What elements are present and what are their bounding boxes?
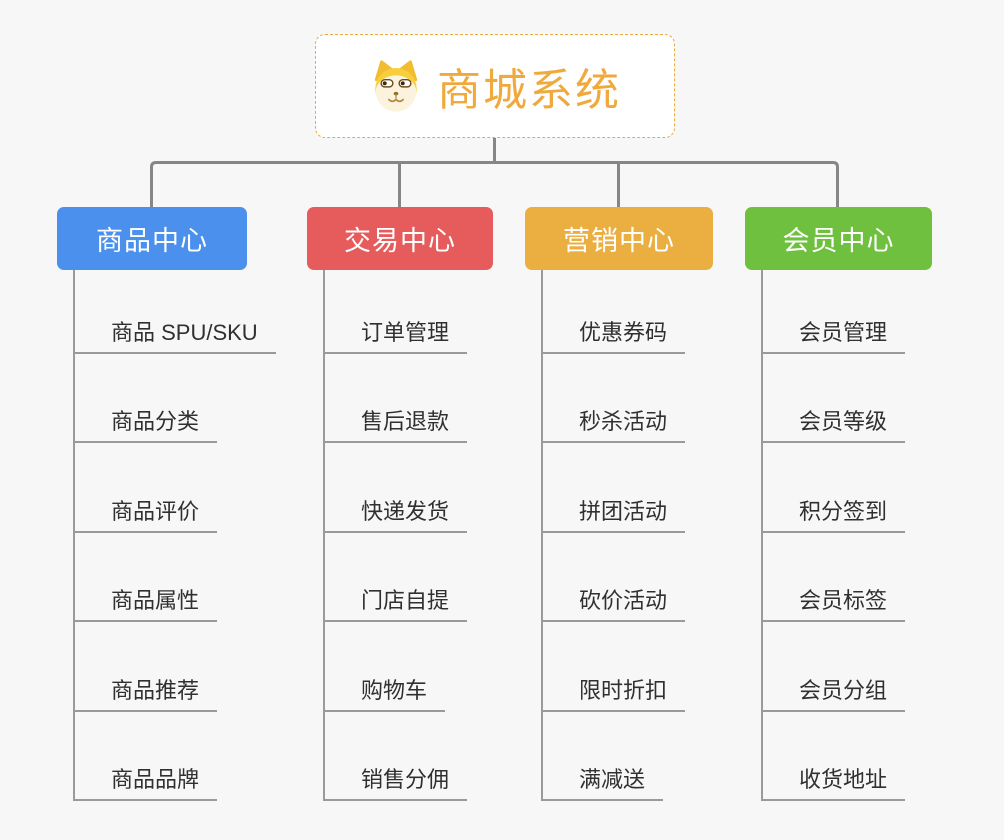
category-label: 交易中心 <box>344 226 456 256</box>
sub-node-label: 快递发货 <box>325 494 468 533</box>
sub-node[interactable]: 购物车 <box>325 622 493 712</box>
category-box-marketing-center[interactable]: 营销中心 <box>525 207 713 270</box>
sub-node[interactable]: 商品品牌 <box>75 712 247 801</box>
sub-node-label: 会员标签 <box>763 583 906 623</box>
sub-node-label: 满减送 <box>543 762 664 801</box>
sub-node[interactable]: 订单管理 <box>325 270 493 354</box>
sub-node[interactable]: 优惠券码 <box>543 270 713 354</box>
category-box-trade-center[interactable]: 交易中心 <box>307 207 493 270</box>
sub-node-label: 商品品牌 <box>75 762 218 801</box>
category-box-member-center[interactable]: 会员中心 <box>745 207 932 270</box>
sub-node[interactable]: 砍价活动 <box>543 533 713 623</box>
sub-node[interactable]: 会员管理 <box>763 270 932 354</box>
sub-node[interactable]: 商品分类 <box>75 354 247 444</box>
subnode-list: 商品 SPU/SKU 商品分类商品评价商品属性商品推荐商品品牌 <box>73 270 276 801</box>
sub-node-label: 商品 SPU/SKU <box>75 315 276 354</box>
branch-marketing-center: 营销中心 优惠券码秒杀活动拼团活动砍价活动限时折扣满减送 <box>525 207 713 801</box>
subnode-list: 优惠券码秒杀活动拼团活动砍价活动限时折扣满减送 <box>541 270 713 801</box>
category-box-product-center[interactable]: 商品中心 <box>57 207 247 270</box>
sub-node-label: 优惠券码 <box>543 315 686 354</box>
sub-node[interactable]: 快递发货 <box>325 443 493 533</box>
root-title: 商城系统 <box>437 66 621 115</box>
sub-node-label: 商品属性 <box>75 583 218 623</box>
root-node[interactable]: 商城系统 <box>315 34 675 138</box>
sub-node-label: 收货地址 <box>763 762 906 801</box>
subnode-list: 订单管理售后退款快递发货门店自提购物车销售分佣 <box>323 270 493 801</box>
sub-node-label: 购物车 <box>325 673 446 712</box>
sub-node[interactable]: 商品推荐 <box>75 622 247 712</box>
sub-node[interactable]: 会员标签 <box>763 533 932 623</box>
branch-member-center: 会员中心 会员管理会员等级积分签到会员标签会员分组收货地址 <box>745 207 932 801</box>
sub-node[interactable]: 积分签到 <box>763 443 932 533</box>
sub-node[interactable]: 秒杀活动 <box>543 354 713 444</box>
sub-node-label: 会员分组 <box>763 673 906 712</box>
sub-node-label: 订单管理 <box>325 315 468 354</box>
sub-node[interactable]: 收货地址 <box>763 712 932 801</box>
sub-node[interactable]: 销售分佣 <box>325 712 493 801</box>
sub-node[interactable]: 会员分组 <box>763 622 932 712</box>
subnode-list: 会员管理会员等级积分签到会员标签会员分组收货地址 <box>761 270 932 801</box>
sub-node-label: 秒杀活动 <box>543 404 686 444</box>
sub-node-label: 商品推荐 <box>75 673 218 712</box>
sub-node-label: 会员管理 <box>763 315 906 354</box>
category-label: 商品中心 <box>96 226 208 256</box>
doge-icon <box>374 60 418 112</box>
sub-node[interactable]: 商品 SPU/SKU <box>75 270 276 354</box>
sub-node-label: 商品评价 <box>75 494 218 533</box>
sub-node-label: 限时折扣 <box>543 673 686 712</box>
sub-node[interactable]: 商品评价 <box>75 443 247 533</box>
sub-node[interactable]: 限时折扣 <box>543 622 713 712</box>
sub-node[interactable]: 会员等级 <box>763 354 932 444</box>
sub-node-label: 销售分佣 <box>325 762 468 801</box>
category-label: 会员中心 <box>782 226 895 256</box>
sub-node[interactable]: 门店自提 <box>325 533 493 623</box>
category-label: 营销中心 <box>563 226 675 256</box>
sub-node-label: 积分签到 <box>763 494 906 533</box>
branch-product-center: 商品中心 商品 SPU/SKU 商品分类商品评价商品属性商品推荐商品品牌 <box>57 207 276 801</box>
sub-node-label: 砍价活动 <box>543 583 686 623</box>
sub-node[interactable]: 商品属性 <box>75 533 247 623</box>
sub-node[interactable]: 售后退款 <box>325 354 493 444</box>
sub-node-label: 门店自提 <box>325 583 468 623</box>
sub-node-label: 会员等级 <box>763 404 906 444</box>
sub-node[interactable]: 拼团活动 <box>543 443 713 533</box>
branch-trade-center: 交易中心 订单管理售后退款快递发货门店自提购物车销售分佣 <box>307 207 493 801</box>
sub-node-label: 售后退款 <box>325 404 468 444</box>
sub-node[interactable]: 满减送 <box>543 712 713 801</box>
sub-node-label: 商品分类 <box>75 404 218 444</box>
sub-node-label: 拼团活动 <box>543 494 686 533</box>
